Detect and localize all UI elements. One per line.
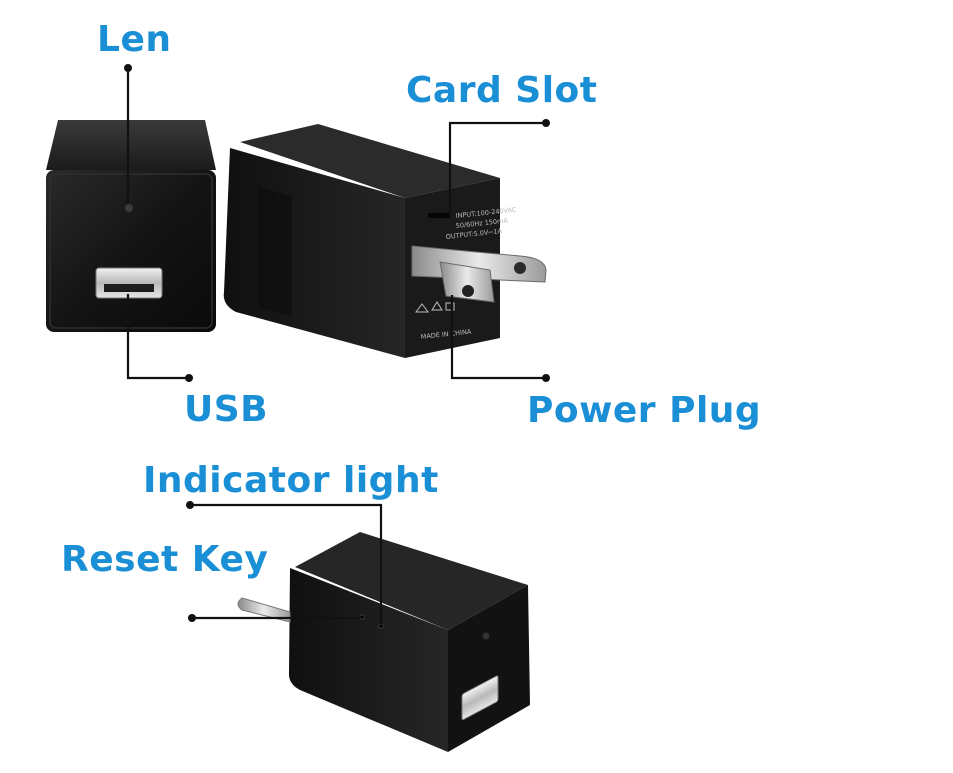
plug-prong-hole-lower [462, 285, 474, 297]
label-len: Len [97, 19, 172, 60]
leader-dots [124, 64, 550, 622]
usb-port-icon-3 [461, 675, 499, 721]
cube2-top-face [240, 124, 500, 198]
charger-cube-eu-view [237, 532, 530, 752]
cube3-left-face [288, 568, 448, 752]
cube3-top-face [295, 532, 528, 630]
cube-front-bezel [49, 173, 213, 329]
cube-front-face [46, 170, 216, 332]
len-leader-dot [124, 64, 132, 72]
plug-prong-lower [439, 261, 495, 303]
indicator-light-leader-line [190, 503, 383, 624]
charger-cube-back-view: INPUT:100-240VAC 50/60Hz 150mA OUTPUT:5.… [223, 124, 547, 358]
reset-key-hole-icon [359, 614, 365, 620]
camera-lens-icon [125, 204, 133, 212]
power-plug-leader-line [450, 295, 546, 380]
label-indicator-light: Indicator light [143, 460, 439, 501]
indicator-light-leader-dot [186, 501, 194, 509]
cube-top-face [46, 120, 216, 170]
label-card-slot: Card Slot [406, 70, 598, 111]
eu-plug-pin-icon [237, 597, 291, 623]
card-slot-icon [428, 213, 450, 218]
label-reset-key: Reset Key [61, 539, 269, 580]
cube2-left-inset [258, 187, 292, 317]
card-slot-leader-line [448, 121, 546, 214]
label-usb: USB [184, 389, 269, 430]
plug-prong-hole-upper [514, 262, 526, 274]
usb-port-tongue [104, 284, 154, 292]
card-slot-leader-dot [542, 119, 550, 127]
label-power-plug: Power Plug [527, 390, 762, 431]
usb-leader-line [126, 294, 189, 380]
usb-port-icon [95, 267, 163, 299]
cert-symbols-icon [415, 301, 455, 313]
cube3-lens-icon [482, 632, 490, 640]
usb-leader-dot [185, 374, 193, 382]
leader-lines [126, 68, 546, 624]
indicator-light-hole-icon [378, 623, 384, 629]
power-plug-leader-dot [542, 374, 550, 382]
reset-key-leader-dot [188, 614, 196, 622]
charger-cube-front-view [46, 120, 216, 332]
